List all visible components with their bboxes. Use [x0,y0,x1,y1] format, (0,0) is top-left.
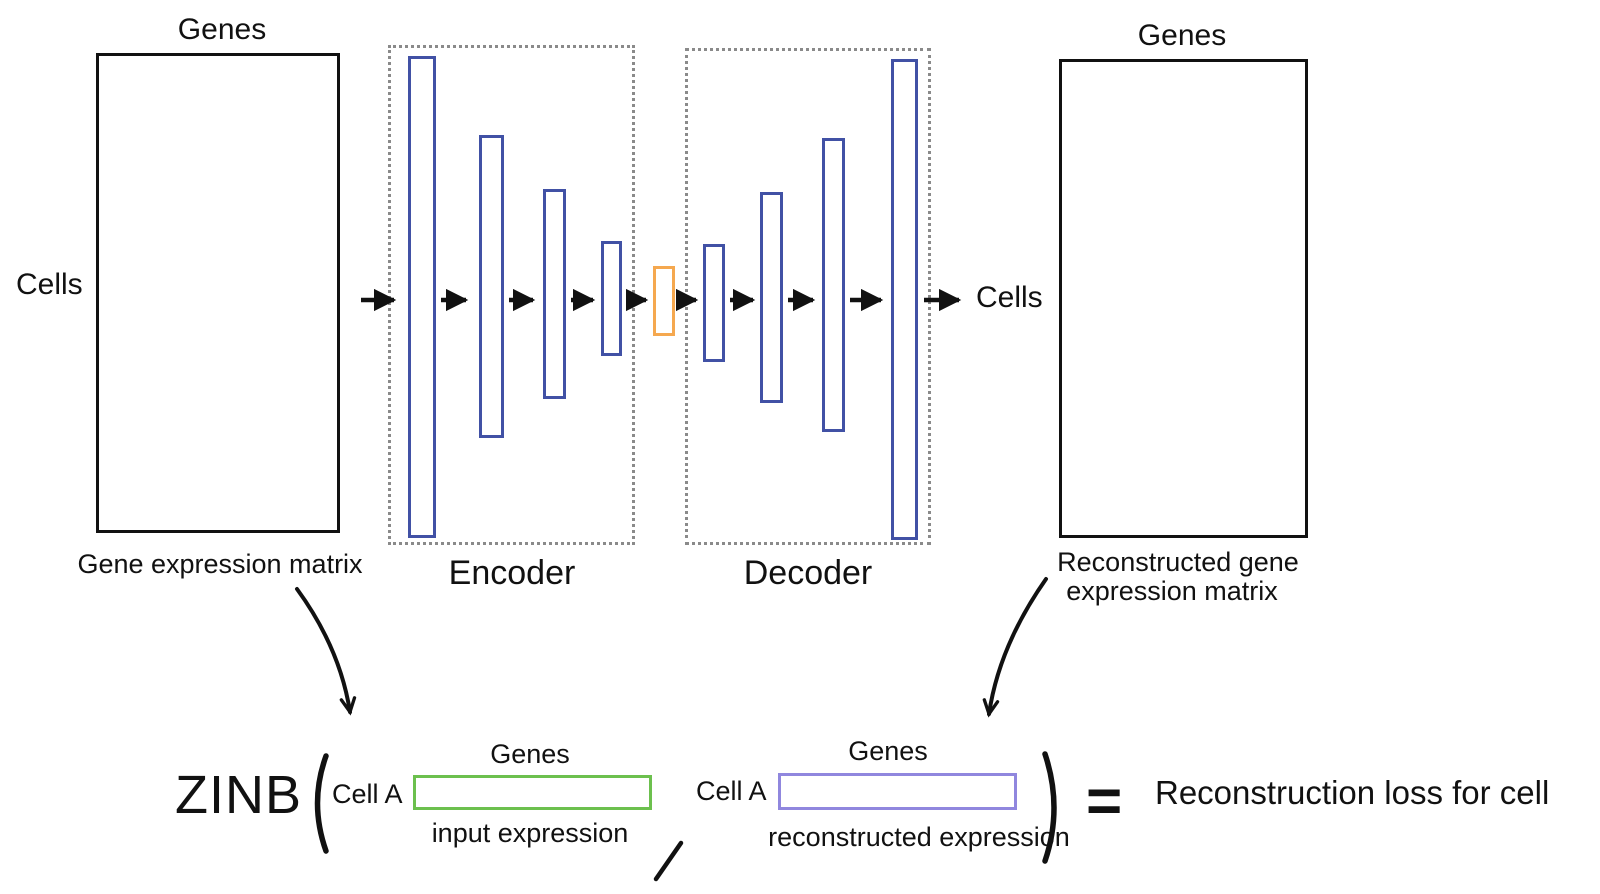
input-expression-vector [413,775,652,810]
open-paren [314,753,329,854]
gene-expression-matrix [96,53,340,533]
decoder-label: Decoder [743,554,873,592]
reconstructed-expression-caption: reconstructed expression [768,822,1070,852]
reconstructed-gene-expression-matrix [1059,59,1308,538]
left-matrix-genes-label: Genes [177,13,267,46]
right-curved-arrow-icon [989,577,1048,714]
decoder-layer-2 [760,192,783,403]
decoder-layer-4 [891,59,918,540]
right-matrix-genes-label: Genes [1137,19,1227,52]
input-expression-caption: input expression [431,818,629,848]
zinb-function-label: ZINB [175,765,303,825]
reconstruction-loss-label: Reconstruction loss for cell [1155,774,1550,811]
argument-separator [653,840,684,882]
right-matrix-cells-label: Cells [976,281,1043,314]
right-matrix-caption-line1: Reconstructed gene [1057,547,1299,577]
left-matrix-caption: Gene expression matrix [77,549,363,579]
reconstructed-genes-label: Genes [848,736,928,766]
encoder-layer-4 [601,241,622,356]
encoder-layer-1 [408,56,436,538]
right-matrix-caption-line2: expression matrix [1066,576,1278,606]
left-matrix-cells-label: Cells [16,268,83,301]
decoder-layer-3 [822,138,845,432]
bottleneck-layer [653,266,675,336]
input-genes-label: Genes [490,739,570,769]
decoder-layer-1 [703,244,725,362]
input-row-label: Cell A [332,779,403,809]
equals-sign: = [1086,767,1123,836]
encoder-layer-3 [543,189,566,399]
encoder-layer-2 [479,135,504,438]
encoder-label: Encoder [448,554,576,592]
reconstructed-expression-vector [778,773,1017,810]
left-curved-arrow-icon [295,587,350,712]
reconstructed-row-label: Cell A [696,776,767,806]
